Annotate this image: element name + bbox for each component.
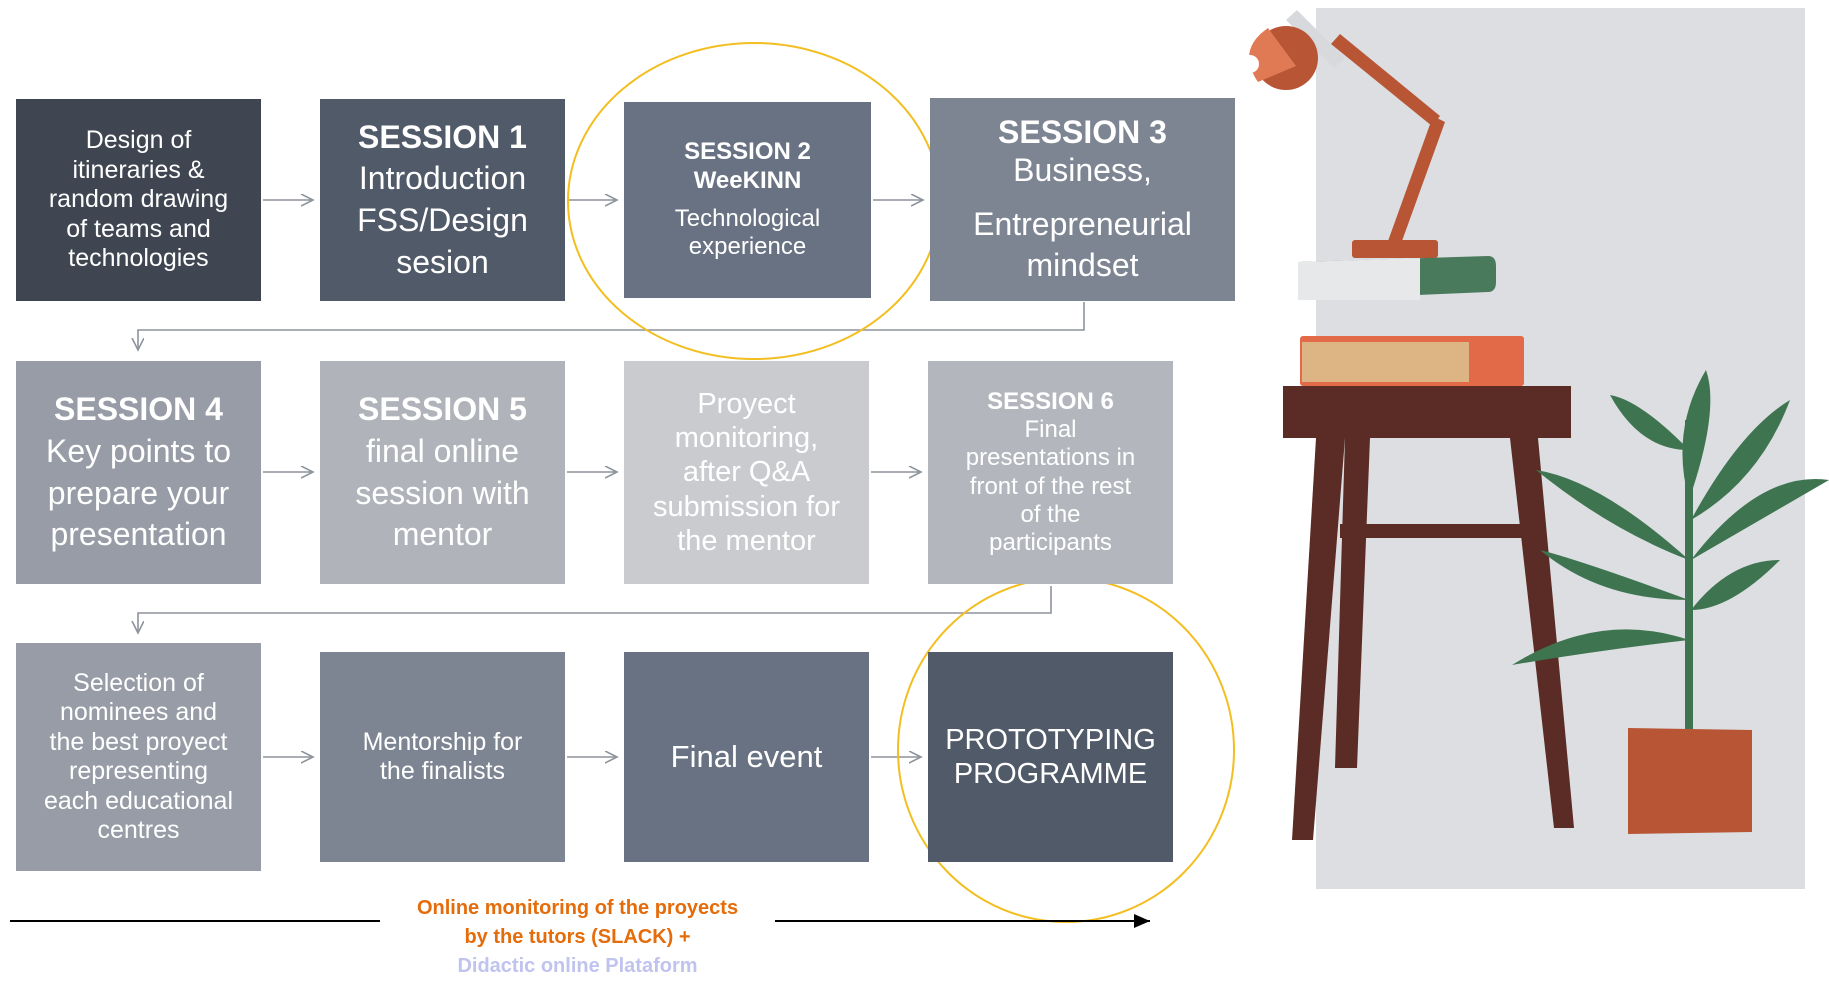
step-line: PROGRAMME (953, 758, 1148, 790)
step-session5: SESSION 5 final online session with ment… (320, 361, 565, 584)
step-design: Design of itineraries & random drawing o… (16, 99, 261, 301)
step-line: the best proyect (49, 727, 228, 756)
step-line: presentation (50, 516, 227, 553)
step-line: session with (355, 474, 530, 511)
step-session1: SESSION 1 Introduction FSS/Design sesion (320, 99, 565, 301)
step-line: sesion (396, 243, 489, 280)
step-line: front of the rest (969, 472, 1132, 500)
step-final-event: Final event (624, 652, 869, 862)
step-monitoring: Proyect monitoring, after Q&A submission… (624, 361, 869, 584)
step-line: experience (688, 233, 807, 261)
connector-row1-row2 (138, 302, 1085, 350)
potted-plant-icon (1512, 370, 1829, 740)
step-line: Final (1024, 415, 1077, 443)
step-line: centres (97, 816, 180, 844)
step-title: SESSION 6 (987, 387, 1114, 415)
step-line: the finalists (379, 757, 506, 785)
step-line: mentor (392, 516, 493, 553)
step-line: Technological (674, 205, 821, 232)
step-line: presentations in (965, 444, 1136, 472)
step-session2: SESSION 2 WeeKINN Technological experien… (624, 102, 871, 298)
step-session6: SESSION 6 Final presentations in front o… (928, 361, 1173, 584)
step-line: random drawing (48, 185, 229, 214)
step-title: SESSION 3 (998, 114, 1167, 150)
step-line: monitoring, (674, 422, 819, 455)
step-line: mindset (1026, 247, 1139, 284)
step-line: Entrepreneurial (973, 205, 1192, 242)
step-line: Mentorship for (362, 727, 523, 756)
step-line: itineraries & (72, 155, 205, 184)
step-line: FSS/Design (357, 202, 528, 238)
online-monitoring-note: Online monitoring of the proyects by the… (380, 894, 775, 981)
step-line: each educational (43, 786, 234, 815)
books-icon (1298, 256, 1524, 386)
step-prototyping: PROTOTYPING PROGRAMME (928, 652, 1173, 862)
step-line: Key points to (46, 432, 231, 469)
step-line: Introduction (358, 160, 527, 197)
note-line-3: Didactic online Plataform (457, 955, 698, 977)
step-line: of the (1020, 500, 1081, 528)
plant-pot-icon (1628, 728, 1752, 834)
stool-icon (1283, 386, 1574, 840)
step-title: SESSION 1 (358, 118, 527, 155)
step-line: representing (69, 757, 208, 785)
step-line: Design of (85, 126, 192, 155)
desk-lamp-icon (1241, 10, 1445, 258)
step-line: Selection of (73, 668, 204, 697)
connector-row2-row3 (138, 586, 1052, 633)
step-session3: SESSION 3 Business, Entrepreneurial mind… (930, 98, 1235, 301)
step-line: submission for (653, 490, 840, 523)
note-line-2: by the tutors (SLACK) + (464, 926, 691, 948)
step-line: of teams and (66, 214, 211, 243)
step-title: SESSION 4 (54, 391, 223, 427)
note-line-1: Online monitoring of the proyects (416, 897, 739, 919)
step-line: PROTOTYPING (945, 723, 1156, 756)
step-line: technologies (68, 244, 209, 273)
step-line: Final event (670, 738, 823, 774)
step-subtitle: WeeKINN (693, 166, 802, 194)
step-mentorship: Mentorship for the finalists (320, 652, 565, 862)
step-line: participants (989, 529, 1112, 557)
step-line: nominees and (59, 698, 218, 726)
step-line: the mentor (677, 524, 816, 557)
step-title: SESSION 2 (684, 138, 811, 166)
step-session4: SESSION 4 Key points to prepare your pre… (16, 361, 261, 584)
step-line: final online (366, 432, 519, 469)
step-title: SESSION 5 (358, 391, 527, 427)
step-line: after Q&A (682, 456, 811, 489)
step-selection: Selection of nominees and the best proye… (16, 643, 261, 871)
step-line: Business, (1013, 151, 1152, 188)
step-line: Proyect (697, 387, 796, 420)
step-line: prepare your (47, 474, 230, 511)
